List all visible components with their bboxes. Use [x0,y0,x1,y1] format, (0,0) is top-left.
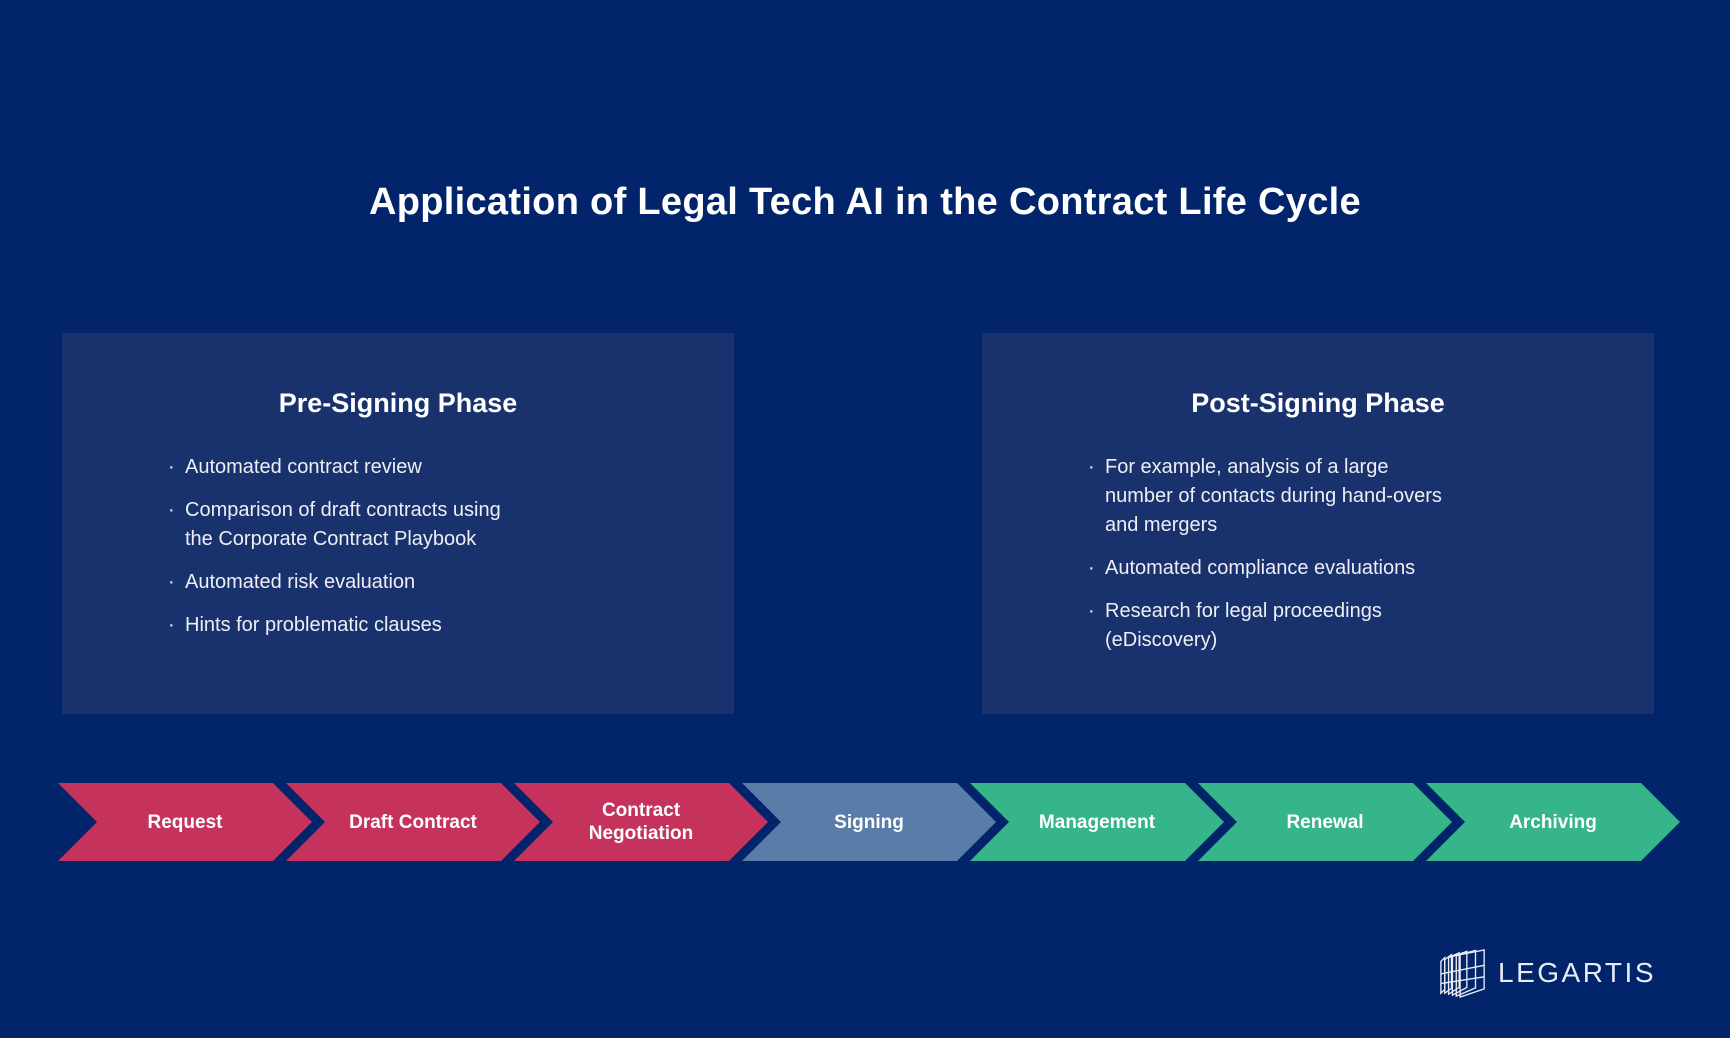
flow-step-label: Draft Contract [349,811,477,833]
flow-step-label: Management [1038,811,1156,833]
pre-signing-bullet-list: Automated contract review Comparison of … [168,453,534,640]
flow-step-label: Contract Negotiation [588,800,694,844]
flow-step-label: Archiving [1509,811,1597,833]
post-signing-bullet-list: For example, analysis of a large number … [1088,453,1454,655]
flow-step-label: Renewal [1286,811,1364,833]
pre-signing-panel: Pre-Signing Phase Automated contract rev… [62,333,734,714]
bullet-item: For example, analysis of a large number … [1088,453,1454,540]
flow-step-label: Request [147,811,223,833]
bullet-item: Automated contract review [168,453,534,482]
pre-signing-heading: Pre-Signing Phase [278,388,518,418]
flow-step-request: Request [58,783,312,861]
stacked-pages-icon [1438,944,1488,1002]
flow-step-management: Management [970,783,1224,861]
flow-step-contract-negotiation: Contract Negotiation [514,783,768,861]
contract-lifecycle-flow: Request Draft Contract Contract Negotiat… [58,783,1680,861]
flow-step-renewal: Renewal [1198,783,1452,861]
bullet-item: Automated risk evaluation [168,568,534,597]
bullet-item: Research for legal proceedings (eDiscove… [1088,597,1454,655]
flow-step-draft-contract: Draft Contract [286,783,540,861]
page-title: Application of Legal Tech AI in the Cont… [369,181,1361,223]
bullet-item: Comparison of draft contracts using the … [168,496,534,554]
bullet-item: Hints for problematic clauses [168,611,534,640]
legartis-logo-text: LEGARTIS [1498,957,1656,988]
legartis-logo: LEGARTIS [1438,944,1656,1002]
flow-step-signing: Signing [742,783,996,861]
flow-step-label: Signing [834,811,904,833]
bullet-item: Automated compliance evaluations [1088,554,1454,583]
flow-step-archiving: Archiving [1426,783,1680,861]
post-signing-heading: Post-Signing Phase [1191,388,1445,418]
post-signing-panel: Post-Signing Phase For example, analysis… [982,333,1654,714]
